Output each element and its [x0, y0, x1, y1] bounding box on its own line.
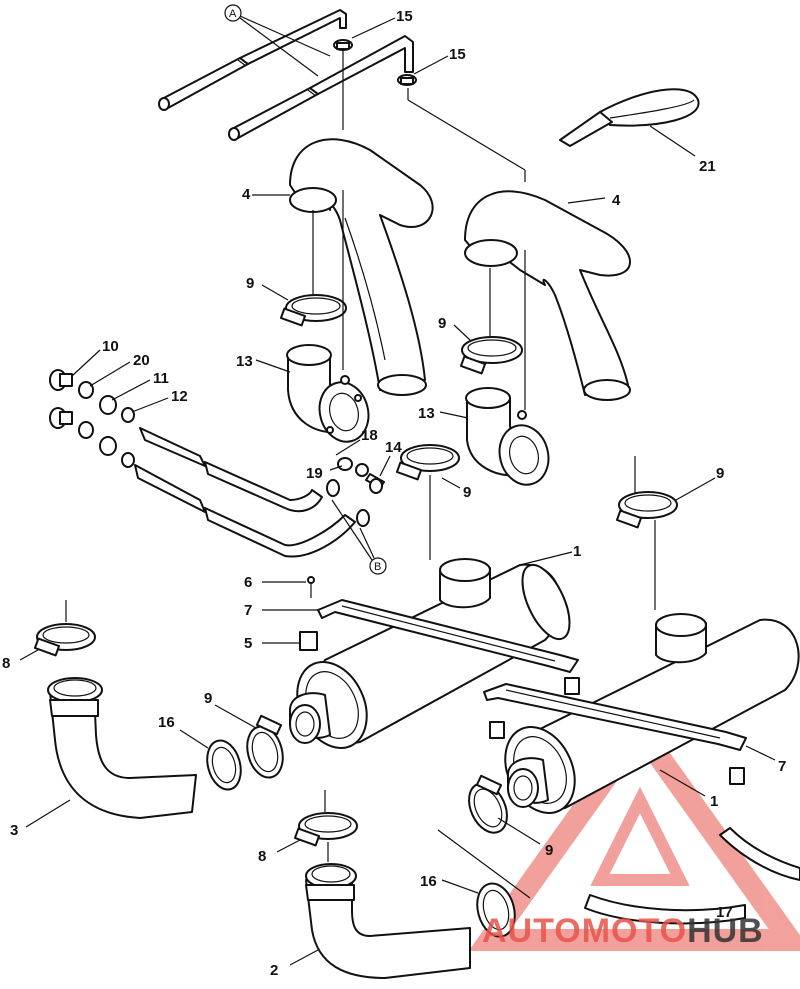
- callout-9b: 9: [438, 315, 446, 332]
- fittings-set: [49, 369, 135, 468]
- callout-3: 3: [10, 822, 18, 839]
- sealing-ring-16-right: [476, 882, 516, 938]
- pipe-clamp-9-lower-left: [246, 714, 284, 779]
- svg-text:AUTOMOTOHUB: AUTOMOTOHUB: [482, 912, 764, 950]
- hose-clamp-15b: [397, 74, 417, 86]
- hose-17: [584, 827, 800, 925]
- hose-clamp-15a: [333, 39, 353, 51]
- callout-4b: 4: [612, 192, 621, 209]
- callout-13b: 13: [418, 405, 435, 422]
- callout-11: 11: [153, 370, 169, 387]
- callout-9d: 9: [716, 465, 724, 482]
- reference-a-marker: [224, 4, 242, 22]
- callout-15a: 15: [396, 8, 413, 25]
- callout-15b: 15: [449, 46, 466, 63]
- pipe-clamp-9-lower-right: [468, 774, 508, 834]
- muffler-right-1: [504, 613, 800, 814]
- callout-8a: 8: [2, 655, 10, 672]
- elbow-13-left: [286, 344, 370, 443]
- screw-6: [307, 576, 315, 598]
- cable-tie-21: [559, 88, 700, 157]
- pipe-clamp-9-upper-left: [279, 294, 347, 327]
- callout-17: 17: [716, 904, 733, 921]
- drain-hoses-b: [134, 427, 370, 558]
- mounting-strap-7-right: [483, 683, 747, 751]
- callout-14: 14: [385, 439, 402, 456]
- pipe-clamp-8-upper: [33, 623, 96, 657]
- pipe-clamp-8-lower: [293, 812, 358, 847]
- pipe-clamp-9-mid-right: [615, 491, 678, 529]
- pipe-clamp-9-mid-left: [395, 444, 460, 481]
- callout-6: 6: [244, 574, 252, 591]
- reference-b-marker: [369, 557, 387, 575]
- tailpipe-right-4: [464, 190, 631, 401]
- reference-b-label: B: [374, 561, 381, 573]
- upper-hose-right: [228, 35, 414, 141]
- callout-19: 19: [306, 465, 323, 482]
- tailpipe-left-4: [289, 138, 434, 396]
- elbow-13-right: [465, 387, 550, 486]
- muffler-left-1: [289, 558, 571, 749]
- callout-5: 5: [244, 635, 252, 652]
- pipe-bend-2: [305, 863, 471, 979]
- upper-hose-left: [158, 9, 347, 111]
- callout-20: 20: [133, 352, 150, 369]
- bolt-14-set: [337, 457, 385, 494]
- callout-9f: 9: [545, 842, 553, 859]
- mounting-strap-7-left: [317, 599, 579, 673]
- callout-7a: 7: [244, 602, 252, 619]
- clip-5: [299, 631, 318, 651]
- sealing-ring-16-left: [206, 739, 242, 791]
- callout-12: 12: [171, 388, 188, 405]
- callout-8b: 8: [258, 848, 266, 865]
- callout-1a: 1: [573, 543, 581, 560]
- watermark-word-1: AUTOMOTO: [482, 912, 687, 950]
- reference-a-label: A: [229, 8, 237, 20]
- callout-10: 10: [102, 338, 119, 355]
- pipe-clamp-9-upper-right: [459, 336, 523, 375]
- callout-13a: 13: [236, 353, 253, 370]
- callout-1b: 1: [710, 793, 718, 810]
- watermark-text: AUTOMOTOHUB: [482, 912, 764, 950]
- callout-9c: 9: [463, 484, 471, 501]
- clip-pair-right: [489, 677, 745, 785]
- watermark-logo: [468, 711, 800, 951]
- callout-9e: 9: [204, 690, 212, 707]
- callout-2: 2: [270, 962, 278, 979]
- callout-labels: 15 15 21 4 4 9 9 10 20 13 11 12 13 18 14…: [2, 8, 786, 979]
- watermark-word-2: HUB: [687, 912, 764, 950]
- callout-7b: 7: [778, 758, 786, 775]
- callout-9a: 9: [246, 275, 254, 292]
- callout-4a: 4: [242, 186, 251, 203]
- callout-21: 21: [699, 158, 716, 175]
- callout-16b: 16: [420, 873, 437, 890]
- pipe-bend-3: [47, 677, 197, 819]
- callout-16a: 16: [158, 714, 175, 731]
- callout-18: 18: [361, 427, 378, 444]
